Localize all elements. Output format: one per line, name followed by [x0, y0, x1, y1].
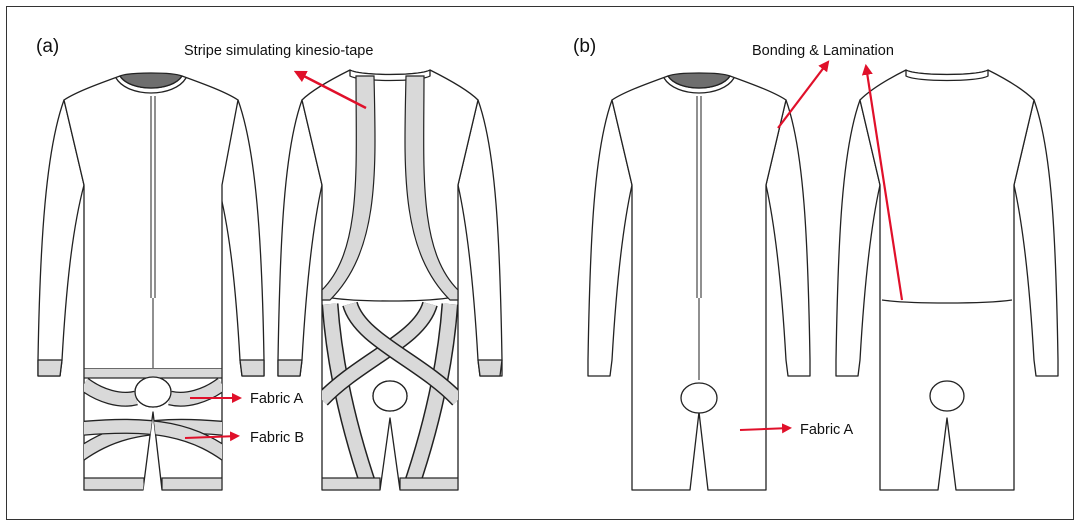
back-b-crotch-pad — [929, 380, 965, 412]
fabric-a-label-a: Fabric A — [250, 391, 304, 407]
back-a-right-arm — [457, 99, 503, 377]
front-b-left-arm — [587, 99, 633, 377]
front-b-body — [611, 75, 787, 491]
front-suit-b — [587, 72, 811, 491]
stripe-arrow — [293, 70, 367, 110]
back-b-collar — [905, 69, 989, 82]
front-a-collar — [119, 72, 183, 89]
back-suit-b — [835, 69, 1059, 491]
front-b-crotch-pad — [680, 382, 718, 414]
front-b-collar — [667, 72, 731, 89]
back-suit-a — [277, 69, 503, 491]
front-b-zipper — [696, 96, 702, 298]
stripe-annotation: Stripe simulating kinesio-tape — [184, 43, 373, 59]
panel-b: (b) Bonding & Lamination Fabric A — [573, 36, 1059, 491]
front-a-right-cuff — [239, 359, 265, 377]
bonding-arrow-front — [777, 60, 830, 129]
front-b-right-arm — [765, 99, 811, 377]
front-suit-a — [37, 72, 265, 491]
bonding-annotation: Bonding & Lamination — [752, 43, 894, 59]
panel-a: (a) — [36, 36, 503, 491]
fabric-a-arrow-b — [739, 423, 792, 434]
back-b-body — [859, 69, 1035, 491]
front-a-left-cuff — [37, 359, 63, 377]
front-a-tape — [84, 368, 222, 490]
panel-b-label: (b) — [573, 36, 596, 57]
fabric-b-label: Fabric B — [250, 430, 304, 446]
fabric-b-arrow — [184, 431, 240, 442]
fabric-a-label-b: Fabric A — [800, 422, 854, 438]
panel-a-label: (a) — [36, 36, 59, 57]
back-a-tape-lower — [322, 301, 458, 490]
bonding-arrow-back — [861, 63, 904, 301]
back-b-left-arm — [835, 99, 881, 377]
front-a-zipper — [150, 96, 156, 298]
back-b-right-arm — [1013, 99, 1059, 377]
back-a-body — [301, 69, 479, 491]
back-a-tape-upper — [321, 75, 459, 301]
